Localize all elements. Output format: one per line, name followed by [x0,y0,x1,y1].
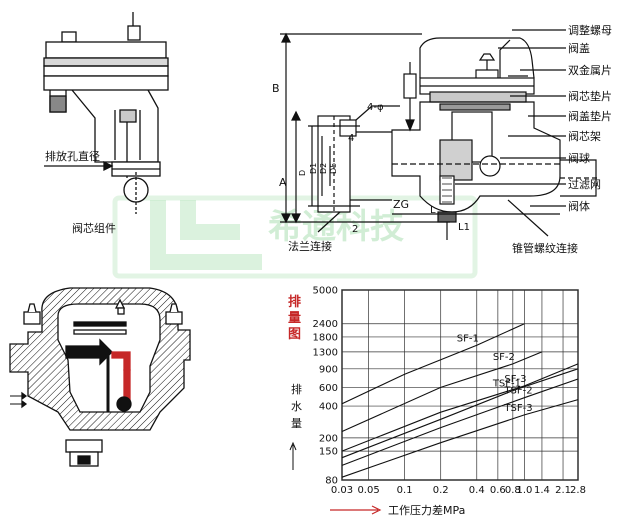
series-line-sf-1 [341,323,525,405]
x-tick-label: 2.8 [570,485,586,496]
flange-connection-label: 法兰连接 [288,239,332,253]
chart-y-ticks: 5000 2400 1800 1300 900 600 400 200 150 80 [313,286,338,487]
dim-d1-label: D1 [309,163,318,174]
series-line-tsf-1 [341,368,579,459]
chart-title-char-2: 量 [288,311,301,326]
part-bonnet: 阀盖 [568,41,590,55]
dim-b-label: B [272,82,280,95]
series-line-sf-2 [341,351,543,433]
y-tick-label: 5000 [313,286,338,297]
chart-grid [341,289,579,481]
series-label-sf-1: SF-1 [457,333,479,344]
chart-series [341,323,579,478]
series-label-tsf-2: TSF-2 [503,386,532,397]
valve-core-assembly [43,12,169,214]
dim-d-label: D [298,170,307,176]
part-bimetal: 双金属片 [568,63,612,77]
x-tick-label: 1.0 [516,485,532,496]
dim-a-label: A [279,176,287,189]
part-adjusting-nut: 调整螺母 [568,23,612,37]
series-line-sf-3 [341,363,579,452]
series-line-tsf-3 [341,399,579,478]
dim-4-label: 4 [348,133,354,144]
x-tick-label: 0.05 [357,485,379,496]
x-tick-label: 0.1 [397,485,413,496]
y-label-char-1: 排 [291,382,302,396]
valve-cross-section [280,29,600,240]
x-tick-label: 2.1 [555,485,571,496]
series-label-tsf-1: TSF-1 [492,379,521,390]
y-tick-label: 900 [319,364,338,375]
part-ball: 阀球 [568,151,590,165]
part-core-frame: 阀芯架 [568,129,601,143]
x-tick-label: 0.2 [433,485,449,496]
y-tick-label: 150 [319,447,338,458]
dim-d2-label: D2 [319,163,328,174]
x-tick-label: 1.4 [534,485,550,496]
y-tick-label: 1800 [313,332,338,343]
dim-d5-label: D5 [329,163,338,174]
y-tick-label: 400 [319,402,338,413]
chart-title-char-3: 图 [288,327,301,342]
y-label-char-2: 水 [291,400,302,413]
y-tick-label: 1300 [313,347,338,358]
part-core-gasket: 阀芯垫片 [568,89,612,103]
taper-thread-label: 锥管螺纹连接 [512,241,578,255]
dim-l1-label: L1 [458,222,470,233]
x-axis-arrow-icon [330,505,382,515]
part-bonnet-gasket: 阀盖垫片 [568,109,612,123]
y-tick-label: 600 [319,383,338,394]
dim-zg-label: ZG [393,198,409,211]
y-tick-label: 2400 [313,319,338,330]
watermark: 希通科技 [112,195,478,279]
y-label-char-3: 量 [291,417,302,430]
x-tick-label: 0.8 [505,485,521,496]
x-axis-label: 工作压力差MPa [388,503,465,517]
dim-l-label: L [430,205,436,216]
valve-schematic [9,287,191,467]
part-body: 阀体 [568,199,590,213]
x-tick-label: 0.03 [331,485,353,496]
valve-core-caption: 阀芯组件 [72,221,116,235]
dim-hole-label: 4-φ [367,102,384,113]
x-tick-label: 0.6 [490,485,506,496]
watermark-logo-icon [150,200,262,270]
y-tick-label: 200 [319,433,338,444]
part-strainer: 过滤网 [568,178,601,191]
y-tick-label: 80 [325,476,338,487]
chart-title-char-1: 排 [288,294,301,310]
series-label-sf-2: SF-2 [493,352,515,363]
dim-2-label: 2 [352,224,358,235]
orifice-diameter-label: 排放孔直径 [45,149,100,163]
series-line-tsf-2 [341,378,579,466]
series-label-tsf-3: TSF-3 [503,403,532,414]
series-label-sf-3: SF-3 [504,374,526,385]
x-tick-label: 0.4 [469,485,485,496]
y-axis-arrow-icon [289,441,297,470]
